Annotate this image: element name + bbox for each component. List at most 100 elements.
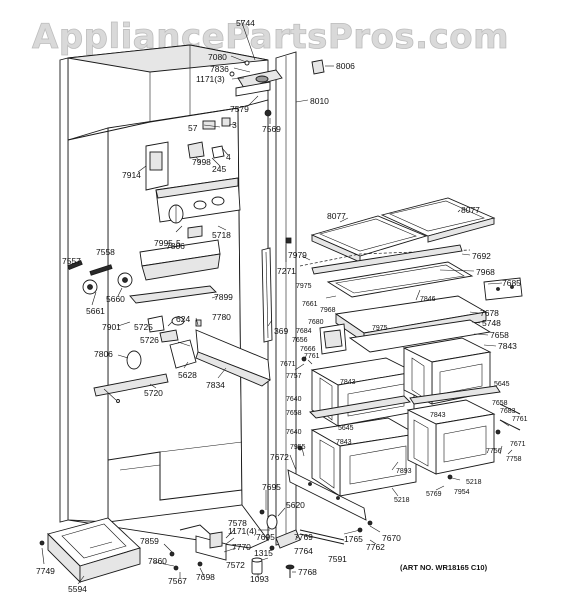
callout-7955: 7955 [290,444,306,451]
callout-7579: 7579 [230,104,249,114]
callout-7843-lower: 7843 [430,412,446,419]
callout-7762: 7762 [366,542,385,552]
glass-shelf-middle [326,261,474,298]
callout-7572: 7572 [226,560,245,570]
callout-5: 5 [176,238,181,248]
callout-7695-bottom: 7695 [256,532,275,542]
callout-7998: 7998 [192,157,211,167]
callout-7893: 7893 [396,468,412,475]
top-mullion-clip [311,59,325,75]
callout-7658-left: 7658 [286,410,302,417]
callout-7666: 7666 [300,346,316,353]
bottom-front-rail [287,469,367,521]
cabinet-top [67,44,269,73]
callout-7979: 7979 [288,250,307,260]
callout-7914: 7914 [122,170,141,180]
callout-7672: 7672 [270,452,289,462]
bottom-parts [39,469,373,584]
callout-7569: 7569 [262,124,281,134]
callout-8077-right: 8077 [461,205,480,215]
callout-7768: 7768 [298,567,317,577]
callout-7671-right: 7671 [510,441,526,448]
callout-labels: 5744 7080 7836 1171(3) 8006 8010 7579 75… [36,18,528,594]
callout-7656: 7656 [292,337,308,344]
callout-624: 624 [176,314,190,324]
callout-57: 57 [188,123,198,133]
callout-7661: 7661 [302,301,318,308]
shelf-support-bracket [169,339,197,369]
watermark: AppliancePartsPros.com [32,17,509,57]
callout-7698: 7698 [196,572,215,582]
callout-7756: 7756 [486,448,502,455]
callout-5645-top: 5645 [494,381,510,388]
callout-1171-4: 1171(4) [228,526,257,536]
callout-7578: 7578 [228,518,247,528]
callout-7680: 7680 [308,319,324,326]
callout-7843-mid: 7843 [340,379,356,386]
callout-1315: 1315 [254,548,273,558]
callout-7271: 7271 [277,266,296,276]
mid-wall-parts [93,315,202,403]
callout-7806-bottom: 7806 [94,349,113,359]
callout-7843-top: 7843 [498,341,517,351]
callout-7591: 7591 [328,554,347,564]
callout-7757: 7757 [286,373,302,380]
callout-7770: 7770 [232,542,251,552]
callout-5725: 5725 [134,322,153,332]
callout-7558: 7558 [96,247,115,257]
callout-5748: 5748 [482,318,501,328]
callout-7685: 7685 [502,278,521,288]
callout-369: 369 [274,326,288,336]
callout-5218-left: 5218 [394,497,410,504]
callout-7975-top: 7975 [296,283,312,290]
callout-7567: 7567 [168,576,187,586]
callout-7080: 7080 [208,52,227,62]
callout-7968-left: 7968 [320,307,336,314]
callout-7761-top: 7761 [304,353,320,360]
callout-7836: 7836 [210,64,229,74]
callout-7695-top: 7695 [262,482,281,492]
callout-7683: 7683 [500,408,516,415]
control-housing [129,117,241,304]
callout-7859: 7859 [140,536,159,546]
roller [266,514,278,530]
callout-7995: 7995 [154,238,173,248]
callout-1765: 1765 [344,534,363,544]
callout-7758: 7758 [506,456,522,463]
callout-7806-top: 7806 [166,241,185,251]
callout-7678: 7678 [480,308,499,318]
callout-7769: 7769 [294,532,313,542]
callout-7843-bottom: 7843 [336,439,352,446]
callout-8010: 8010 [310,96,329,106]
leader-lines [41,19,513,585]
left-wall-parts [67,260,133,295]
glass-shelves [299,197,523,355]
light-shield-lens [141,253,221,281]
lower-right-drawer-front [435,413,495,475]
callout-7860: 7860 [148,556,167,566]
callout-7749: 7749 [36,566,55,576]
callout-7671: 7671 [280,361,296,368]
callout-5628: 5628 [178,370,197,380]
callout-7670: 7670 [382,533,401,543]
callout-7954: 7954 [454,489,470,496]
callout-7640-bottom: 7640 [286,429,302,436]
pan-cover-glass [348,319,492,353]
callout-5620: 5620 [286,500,305,510]
callout-5718: 5718 [212,230,231,240]
callout-7901: 7901 [102,322,121,332]
callout-7658-right: 7658 [492,400,508,407]
callout-7761-right: 7761 [512,416,528,423]
callout-1093: 1093 [250,574,269,584]
callout-5645-bottom: 5645 [338,425,354,432]
callout-8077-left: 8077 [327,211,346,221]
control-shelf [129,285,217,304]
callout-7764: 7764 [294,546,313,556]
callout-5661: 5661 [86,306,105,316]
callout-7968-right: 7968 [476,267,495,277]
callout-7834: 7834 [206,380,225,390]
callout-7684: 7684 [296,328,312,335]
drawer-divider-left [309,395,411,419]
callout-7658-top: 7658 [490,330,509,340]
